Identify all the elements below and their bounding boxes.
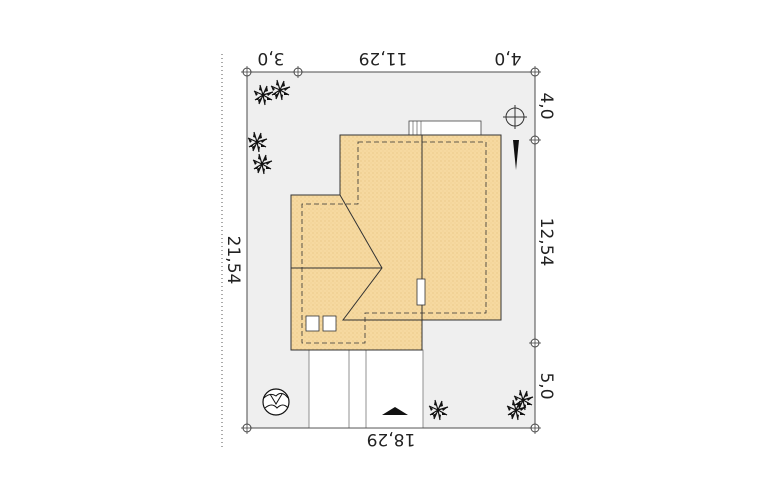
skylight-right (322, 315, 337, 332)
skylight-left (305, 315, 320, 332)
dimension-label-left-total: 21,54 (223, 236, 243, 285)
chimney (416, 278, 426, 306)
dimension-label-top-right: 4,0 (494, 48, 521, 68)
north-arrow-icon (503, 105, 527, 170)
house-roof (290, 134, 502, 351)
tree-icon (262, 388, 290, 416)
dimension-label-right-bottom: 5,0 (536, 372, 556, 399)
driveway (308, 349, 424, 429)
dimension-label-top-middle: 11,29 (359, 48, 408, 68)
entrance-arrow-icon (382, 407, 408, 415)
dimension-label-right-top: 4,0 (536, 92, 556, 119)
dimension-label-bottom: 18,29 (367, 429, 416, 449)
dimension-label-top-left: 3,0 (257, 48, 284, 68)
terrace (408, 120, 482, 139)
dimension-label-right-middle: 12,54 (536, 218, 556, 267)
